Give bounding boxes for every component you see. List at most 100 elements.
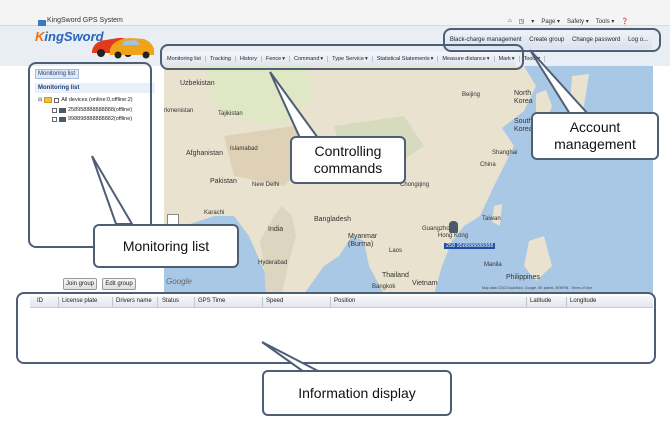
map-label: rkmenistan [164, 108, 194, 114]
map-label: Myanmar (Burma) [348, 233, 378, 248]
column-divider[interactable] [526, 297, 527, 307]
tool-tracking[interactable]: Tracking [206, 56, 236, 62]
column-header-longitude[interactable]: Longitude [570, 298, 597, 304]
map-label: South Korea [514, 118, 533, 133]
column-divider[interactable] [566, 297, 567, 307]
tools-menu[interactable]: Tools ▾ [595, 18, 615, 25]
join-group-button[interactable]: Join group [63, 278, 97, 290]
map-label: Philippines [506, 274, 540, 281]
column-header-id[interactable]: ID [37, 298, 43, 304]
map-label: India [268, 226, 284, 233]
map-label: China [480, 162, 496, 168]
account-management-frame [443, 28, 661, 52]
tab-monitoring-list[interactable]: Monitoring list [35, 69, 79, 79]
map-label: Beijing [462, 92, 481, 98]
browser-title-bar [0, 0, 670, 26]
column-divider[interactable] [112, 297, 113, 307]
edit-group-button[interactable]: Edit group [102, 278, 136, 290]
help-icon[interactable]: ❓ [621, 18, 629, 25]
controlling-commands-frame [160, 44, 524, 70]
map-label: Bangkok [372, 284, 396, 290]
tool-monitoring-list[interactable]: Monitoring list [163, 56, 206, 62]
tool-statistical-statements[interactable]: Statistical Statements▾ [373, 56, 439, 62]
column-header-drivers-name[interactable]: Drivers name [116, 298, 152, 304]
home-icon[interactable]: ⌂ [508, 18, 512, 24]
information-display-callout: Information display [262, 370, 452, 416]
map-label: Hong Kong [438, 233, 469, 239]
feeds-icon[interactable]: ◳ [518, 18, 525, 25]
map-label: Islamabad [230, 146, 258, 152]
chevron-down-icon: ▾ [320, 56, 324, 62]
controlling-commands-callout: Controlling commands [290, 136, 406, 184]
folder-icon [44, 97, 53, 103]
column-header-gps-time[interactable]: GPS Time [198, 298, 226, 304]
browser-command-bar: ⌂ ◳ ▾ Page ▾ Safety ▾ Tools ▾ ❓ [508, 15, 629, 27]
map-label: Taiwan [482, 216, 501, 222]
app-favicon-icon [38, 20, 46, 28]
cars-logo-image [92, 37, 154, 59]
map-label: Thailand [382, 272, 409, 279]
map-label: Laos [389, 248, 403, 254]
account-management-callout: Account management [531, 112, 659, 160]
safety-menu[interactable]: Safety ▾ [567, 18, 589, 25]
column-header-speed[interactable]: Speed [266, 298, 284, 304]
tool-command[interactable]: Command▾ [290, 56, 329, 62]
column-divider[interactable] [262, 297, 263, 307]
map-label: Bangladesh [314, 216, 351, 223]
map-label: Shanghai [492, 150, 518, 156]
column-divider[interactable] [330, 297, 331, 307]
map-label: Hyderabad [258, 260, 288, 266]
information-display-frame [16, 292, 656, 364]
monitoring-list-callout: Monitoring list [93, 224, 239, 268]
checkbox[interactable] [52, 107, 57, 113]
map-label: Karachi [204, 210, 225, 216]
map-label: Manila [484, 262, 502, 268]
tool-mark[interactable]: Mark▾ [495, 56, 520, 62]
chevron-down-icon: ▾ [537, 56, 541, 62]
tool-type-service[interactable]: Type Service▾ [328, 56, 373, 62]
map-label: Tajikistan [218, 111, 243, 117]
vehicle-icon [59, 116, 66, 122]
column-header-license-plate[interactable]: License plate [62, 298, 98, 304]
create-group-link[interactable]: Create group [529, 37, 565, 43]
vehicle-marker-icon[interactable] [449, 221, 458, 233]
chevron-down-icon: ▾ [364, 56, 368, 62]
device-item[interactable]: 258958888888888(offline) [52, 107, 132, 113]
map-label: Chongqing [400, 182, 430, 188]
checkbox[interactable] [54, 97, 60, 103]
change-password-link[interactable]: Change password [572, 37, 621, 43]
column-header-position[interactable]: Position [334, 298, 356, 304]
app-logo: KingSword [35, 29, 104, 44]
map-label: Afghanistan [186, 150, 223, 157]
chevron-down-icon: ▾ [282, 56, 286, 62]
column-header-status[interactable]: Status [162, 298, 180, 304]
map-label: Pakistan [210, 178, 237, 185]
column-divider[interactable] [157, 297, 158, 307]
column-divider[interactable] [58, 297, 59, 307]
monitoring-list-frame [28, 62, 152, 248]
checkbox[interactable] [52, 116, 57, 122]
blackcharge-management-link[interactable]: Black-charge management [449, 37, 522, 43]
map-copyright: Map data ©2013 AutoNavi, Google, SK plan… [482, 286, 592, 290]
device-item[interactable]: 998898888888882(offline) [52, 116, 132, 122]
column-header-latitude[interactable]: Latitude [530, 298, 552, 304]
info-table-header [30, 296, 653, 308]
logout-link[interactable]: Log o... [628, 37, 649, 43]
column-divider[interactable] [194, 297, 195, 307]
map-label: Guangzhou [422, 226, 454, 232]
tool-history[interactable]: History [236, 56, 262, 62]
map-label: Vietnam [412, 280, 438, 287]
map-label: New Delhi [252, 182, 280, 188]
tool-fence[interactable]: Fence▾ [262, 56, 291, 62]
browser-tab-title: KingSword GPS System [47, 17, 123, 24]
tool-measure-distance[interactable]: Measure distance▾ [438, 56, 495, 62]
map-label: Uzbekistan [180, 80, 215, 87]
vehicle-marker-label[interactable]: 258 958888888888 [444, 243, 496, 249]
expand-icon[interactable]: ⊟ [38, 97, 43, 103]
command-toolbar: Monitoring list Tracking History Fence▾ … [163, 52, 546, 66]
vehicle-icon [59, 107, 66, 113]
monitoring-list-heading: Monitoring list [35, 83, 155, 93]
tree-root-all-devices[interactable]: ⊟ All devices (online:0,offline:2) [38, 97, 133, 103]
print-icon[interactable]: ▾ [531, 18, 535, 25]
page-menu[interactable]: Page ▾ [541, 18, 561, 25]
